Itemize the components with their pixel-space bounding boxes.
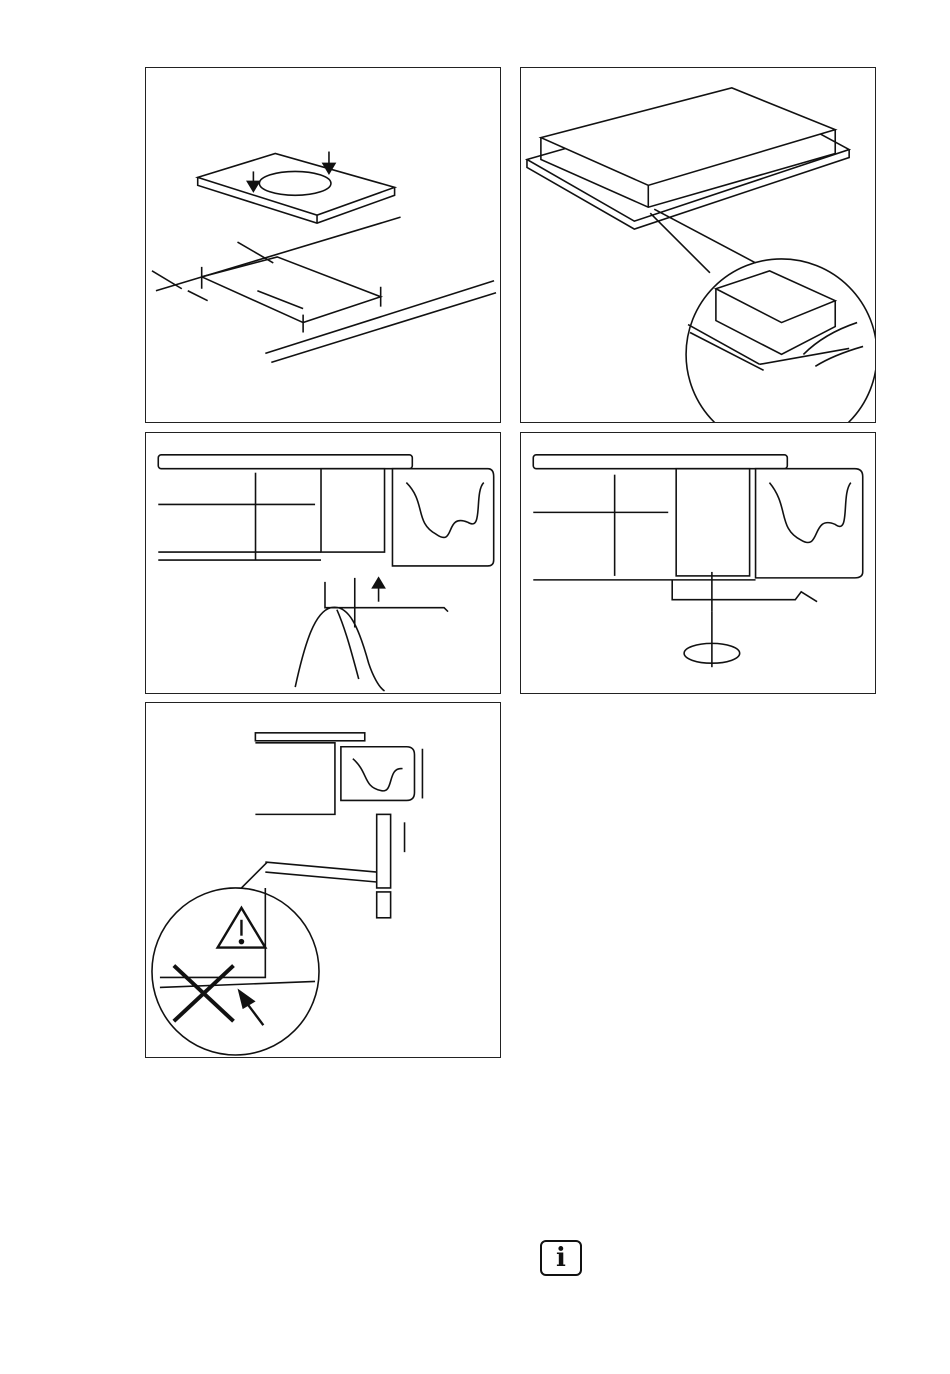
bracket-insertion-illustration <box>146 433 500 693</box>
sealing-strip-illustration <box>521 68 875 422</box>
gap-warning-illustration <box>146 703 500 1057</box>
figure-hob-insertion <box>145 67 501 423</box>
figure-sealing-strip <box>520 67 876 423</box>
figure-bracket-tightening <box>520 432 876 694</box>
info-icon: i <box>540 1240 582 1276</box>
info-glyph: i <box>556 1245 566 1271</box>
hob-insertion-illustration <box>146 68 500 422</box>
bracket-tightening-illustration <box>521 433 875 693</box>
figure-gap-warning <box>145 702 501 1058</box>
figure-bracket-insertion <box>145 432 501 694</box>
